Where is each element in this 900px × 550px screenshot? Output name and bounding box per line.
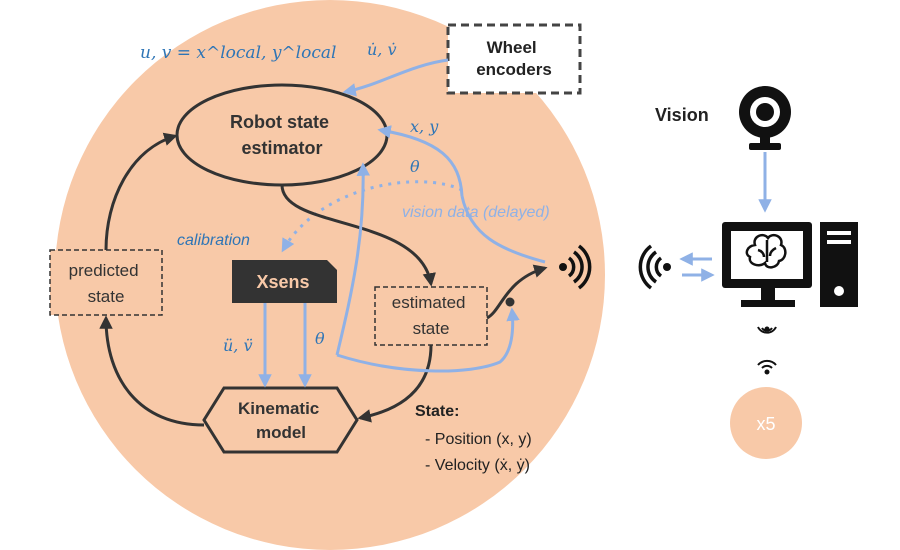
arrow-theta-to-junction [336,307,520,373]
arrow-vision-xy [377,125,464,197]
xsens-box [232,260,337,303]
uv-equation-label: u, v = x^local, y^local [140,43,336,63]
predicted-state-box [49,249,163,316]
computer-brain-icon [722,222,858,307]
arrow-calibration [281,180,463,253]
xsens-label: Xsens [256,272,309,292]
wheel-encoders-box [446,23,582,95]
junction-dot [505,297,515,307]
broadcast-down-icon [757,326,777,334]
robot-state-estimator-label: Robot state estimator [230,112,334,158]
wireless-signal-icon [638,244,671,290]
arrow-estimated-to-kinematic [357,344,433,423]
xy-label: x, y [410,117,439,136]
kinematic-model-label: Kinematic model [238,399,324,442]
arrow-wheel-to-estimator [342,58,449,97]
wifi-icon [757,359,777,375]
predicted-state-label: predicted state [69,261,144,306]
estimated-state-label: estimated state [392,293,470,338]
arrow-estimator-to-estimated [280,184,436,287]
robot-state-estimator-node [175,83,389,187]
wireless-signal-icon [559,244,592,290]
arrow-predicted-to-estimator [104,132,178,251]
robot-count-label: x5 [756,414,775,434]
arrow-theta-to-estimator [335,162,371,356]
theta-top-label: θ [410,157,420,176]
vision-label: Vision [655,105,709,125]
state-position: - Position (x, y) [425,431,532,448]
webcam-icon [739,86,791,150]
udot-vdot-label: u̇, v̇ [367,40,397,59]
arrow-vision-data-main [460,195,546,264]
wheel-encoders-label: Wheel encoders [476,38,552,79]
state-title: State: [415,403,459,420]
uddot-vddot-label: ü, v̈ [223,336,253,355]
robot-count-circle [730,387,802,459]
vision-data-label: vision data (delayed) [402,204,550,221]
theta-bottom-label: θ [315,329,325,348]
state-velocity: - Velocity (ẋ, ẏ) [425,457,530,474]
kinematic-model-node [202,386,359,454]
arrow-kinematic-to-predicted [99,315,205,427]
arrow-estimated-to-transmit [486,264,548,320]
calibration-label: calibration [177,232,250,249]
